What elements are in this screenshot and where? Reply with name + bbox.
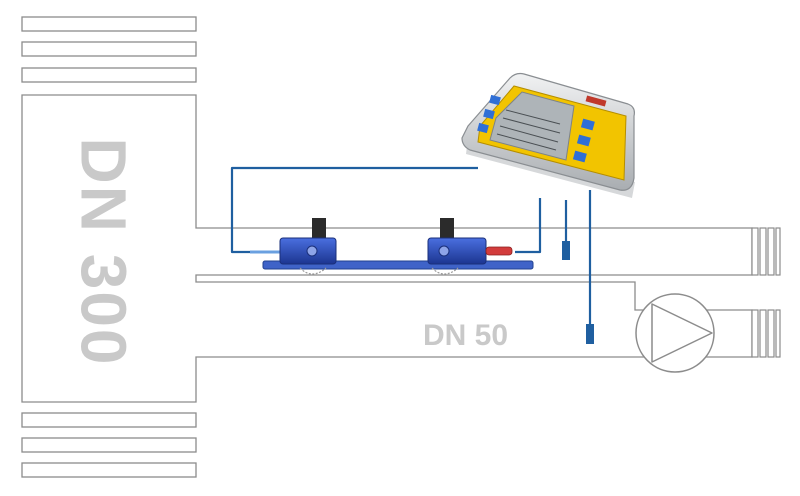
transducer-right-strap: [440, 218, 454, 240]
pump-icon: [635, 293, 715, 373]
device-button-right-1: [580, 118, 595, 131]
transducer-left-chain: [299, 267, 327, 275]
main-pipe-label: DN 300: [18, 122, 188, 382]
branch-pipe-label: DN 50: [423, 319, 509, 352]
transducer-left-knob: [306, 245, 318, 257]
transducer-right-body: [427, 237, 487, 265]
device-button-left-2: [483, 108, 495, 120]
device-button-left-3: [477, 122, 489, 134]
transducer-right-chain: [431, 267, 459, 275]
transducer-right: [427, 218, 513, 275]
temperature-probe-lower: [586, 324, 594, 344]
device-button-right-3: [572, 150, 587, 163]
main-pipe-body: [21, 94, 753, 403]
main-pipe-label-text: DN 300: [67, 137, 139, 367]
main-pipe: [21, 16, 753, 478]
transducer-left-strap: [312, 218, 326, 240]
main-pipe-stack-bottom-2: [21, 437, 197, 453]
flange-lower: [751, 309, 781, 358]
flange-upper: [751, 227, 781, 276]
flowmeter-device: [461, 72, 635, 198]
main-pipe-stack-bottom-3: [21, 462, 197, 478]
main-pipe-stack-top-3: [21, 67, 197, 83]
transducer-right-knob: [438, 245, 450, 257]
device-brand-tag: [585, 95, 607, 107]
transducer-left: [250, 218, 337, 275]
main-pipe-stack-top-2: [21, 41, 197, 57]
main-pipe-stack-bottom-1: [21, 412, 197, 428]
cable-right-transducer: [515, 198, 542, 254]
temperature-probe-upper: [562, 241, 570, 260]
device-button-right-2: [576, 134, 591, 147]
transducer-right-connector: [485, 246, 513, 256]
device-screen-lines: [496, 109, 561, 151]
main-pipe-stack-top-1: [21, 16, 197, 32]
device-button-left-1: [489, 94, 501, 106]
